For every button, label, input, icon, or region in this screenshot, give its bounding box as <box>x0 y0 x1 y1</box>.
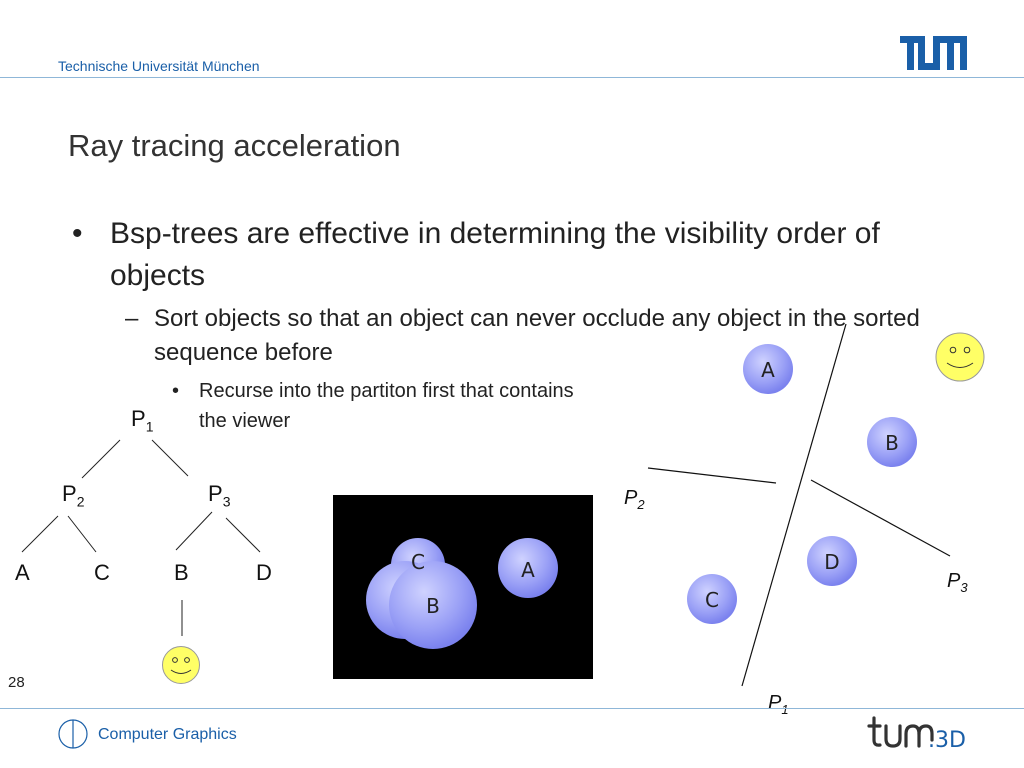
tree-node-left: P2 <box>62 481 85 510</box>
bullet-text: Sort objects so that an object can never… <box>154 305 920 366</box>
plane-label-p3: P3 <box>947 570 968 595</box>
bullet-dash: – <box>125 305 139 332</box>
render-sphere-b <box>389 561 477 649</box>
plane-label-p2: P2 <box>624 487 645 512</box>
viewer-smiley-icon <box>935 332 985 382</box>
tum3d-logo: .3D <box>867 716 966 752</box>
plane-label-p1: P1 <box>768 692 789 717</box>
bsp-tree-edges <box>21 439 261 636</box>
course-name: Computer Graphics <box>98 726 237 743</box>
scene-label: B <box>885 431 899 455</box>
bullet-dot: • <box>172 380 180 402</box>
scene-sphere-a <box>743 344 793 394</box>
header-divider <box>0 77 1024 78</box>
bullet-text: Recurse into the partiton first that con… <box>199 380 574 432</box>
plane-p2-line <box>647 467 777 484</box>
scene-diagram: A B D C <box>647 323 951 687</box>
render-label: B <box>426 594 440 618</box>
bullet-dot: • <box>72 217 83 250</box>
slide-title: Ray tracing acceleration <box>68 128 401 163</box>
scene-label: A <box>761 358 775 382</box>
page-number: 28 <box>8 674 25 691</box>
tree-leaf: C <box>94 560 110 585</box>
plane-p1-line <box>741 323 847 687</box>
tree-leaf: D <box>256 560 272 585</box>
viewer-smiley-icon <box>162 646 200 684</box>
institution-name: Technische Universität München <box>58 58 260 74</box>
render-label: C <box>411 550 425 574</box>
scene-label: D <box>824 550 839 574</box>
scene-label: C <box>705 588 719 612</box>
plane-p3-line <box>810 479 951 557</box>
scene-sphere-c <box>687 574 737 624</box>
tum-logo <box>900 36 967 70</box>
rendered-view: C A B <box>333 495 593 679</box>
computer-graphics-logo-icon <box>58 719 88 749</box>
tum3d-logo-text: .3D <box>928 728 966 752</box>
footer-divider <box>0 708 1024 709</box>
render-label: A <box>521 558 535 582</box>
tree-leaf: B <box>174 560 189 585</box>
scene-sphere-b <box>867 417 917 467</box>
tree-leaf: A <box>15 560 30 585</box>
bullet-text: Bsp-trees are effective in determining t… <box>110 217 880 292</box>
render-sphere-a <box>498 538 558 598</box>
scene-sphere-d <box>807 536 857 586</box>
tree-root-node: P1 <box>131 406 154 435</box>
tree-node-right: P3 <box>208 481 231 510</box>
